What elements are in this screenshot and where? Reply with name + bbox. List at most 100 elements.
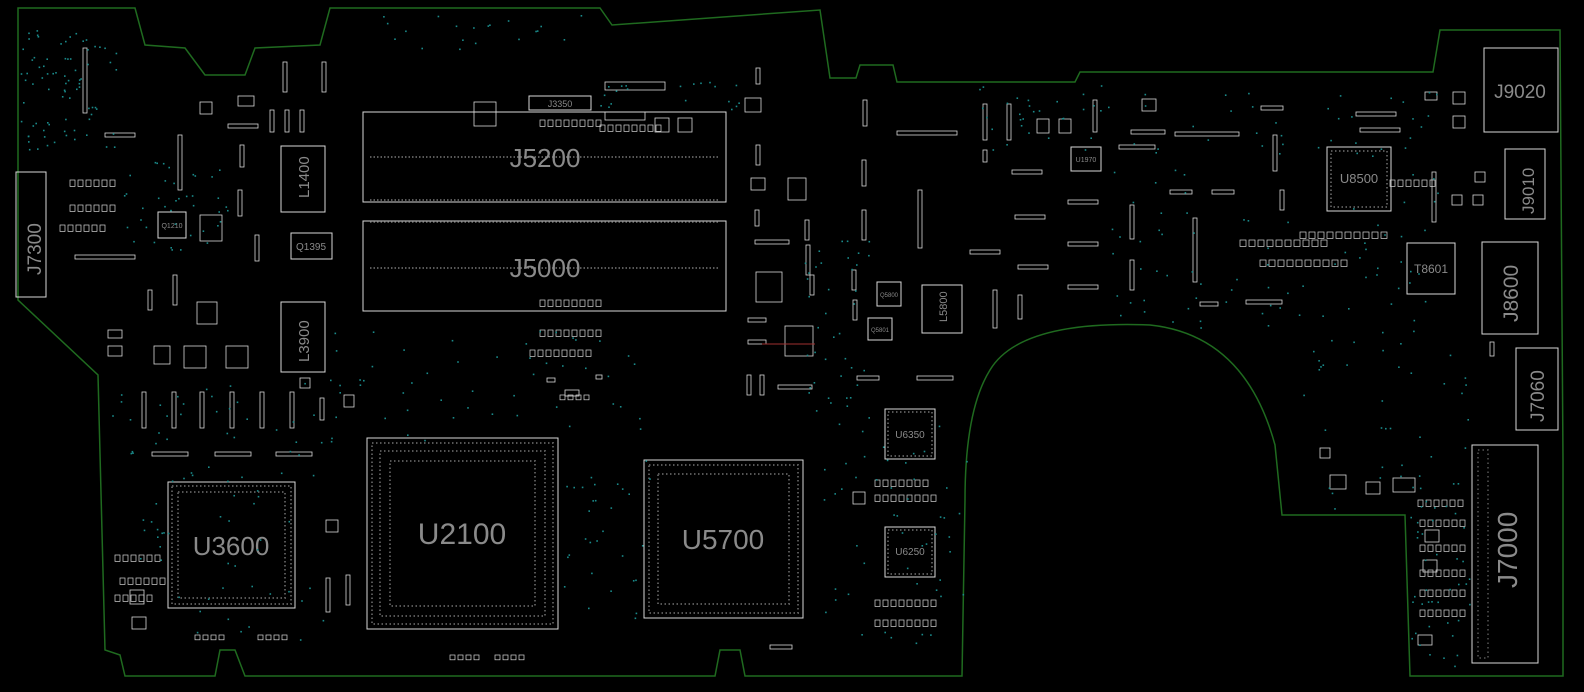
via [206, 242, 209, 244]
via [1132, 201, 1135, 204]
via [27, 135, 30, 138]
passive-part [787, 177, 807, 201]
pad [563, 119, 570, 127]
via [1437, 192, 1439, 195]
board-outline [17, 7, 1564, 677]
pad [114, 594, 121, 602]
via [248, 626, 250, 628]
pad [122, 594, 129, 602]
q5801-transistor: Q5801 [867, 317, 893, 341]
pad [210, 634, 217, 641]
via [28, 32, 30, 35]
pad [1427, 589, 1434, 597]
via [916, 583, 918, 585]
via [217, 225, 219, 227]
via [1443, 383, 1446, 385]
via [639, 428, 642, 430]
passive-part [183, 345, 207, 369]
via [104, 47, 106, 50]
pad [1362, 231, 1370, 239]
passive-part [1067, 284, 1099, 290]
pad [1248, 239, 1256, 247]
via [320, 441, 323, 444]
q5801-label: Q5801 [871, 328, 890, 334]
j3350-label: J3350 [548, 99, 573, 109]
via [1322, 364, 1325, 366]
passive-part [275, 451, 313, 457]
j9010-label: J9010 [1519, 168, 1538, 214]
via [1425, 589, 1428, 591]
u2100-label: U2100 [418, 518, 506, 551]
via [192, 173, 195, 176]
j7000-label: J7000 [1492, 512, 1523, 588]
via [581, 486, 584, 489]
via [292, 421, 295, 423]
pad [93, 204, 100, 212]
via [241, 476, 243, 479]
via [1032, 110, 1035, 113]
pad [906, 619, 913, 627]
via [125, 193, 128, 195]
via [1436, 93, 1438, 96]
via [1410, 516, 1412, 519]
pad [59, 224, 66, 232]
passive-part [82, 47, 88, 114]
pad [101, 204, 108, 212]
via [590, 476, 593, 479]
q5800-transistor: Q5800 [876, 281, 902, 307]
via [160, 559, 162, 561]
via [1379, 477, 1382, 479]
via [1116, 295, 1119, 297]
via [95, 108, 98, 110]
via [1397, 287, 1400, 290]
via [1365, 248, 1367, 251]
via [63, 89, 66, 92]
via [1144, 93, 1147, 96]
via [1019, 119, 1022, 121]
pad [494, 654, 501, 661]
via [592, 500, 594, 502]
via [1282, 143, 1284, 146]
via [1372, 155, 1374, 157]
via [371, 365, 374, 368]
via [331, 437, 333, 440]
passive-part [755, 271, 783, 303]
pad [595, 329, 602, 337]
j7060-label: J7060 [1528, 370, 1549, 422]
passive-part [784, 325, 814, 357]
via [709, 81, 711, 84]
via [202, 230, 205, 232]
via [700, 82, 702, 85]
via [140, 557, 142, 560]
passive-part [759, 374, 765, 396]
passive-part [896, 130, 958, 136]
via [568, 425, 571, 428]
via [28, 141, 30, 143]
via [567, 556, 569, 559]
via [886, 459, 889, 462]
pad [563, 329, 570, 337]
via [1400, 235, 1403, 238]
via [406, 409, 409, 412]
via [1456, 558, 1458, 560]
via [1267, 286, 1270, 289]
via [22, 48, 24, 51]
pad [127, 577, 134, 585]
via [26, 72, 28, 75]
via [1454, 512, 1457, 515]
pad [114, 554, 121, 562]
via [635, 579, 637, 582]
via [191, 195, 194, 197]
via [1028, 105, 1031, 107]
pad [109, 204, 116, 212]
via [185, 195, 188, 198]
via [299, 639, 302, 641]
via [440, 399, 442, 401]
u6350-chip: U6350 [884, 408, 936, 460]
via [939, 516, 942, 518]
via [407, 434, 409, 436]
via [1413, 319, 1416, 322]
via [1187, 307, 1190, 310]
via [809, 387, 811, 389]
